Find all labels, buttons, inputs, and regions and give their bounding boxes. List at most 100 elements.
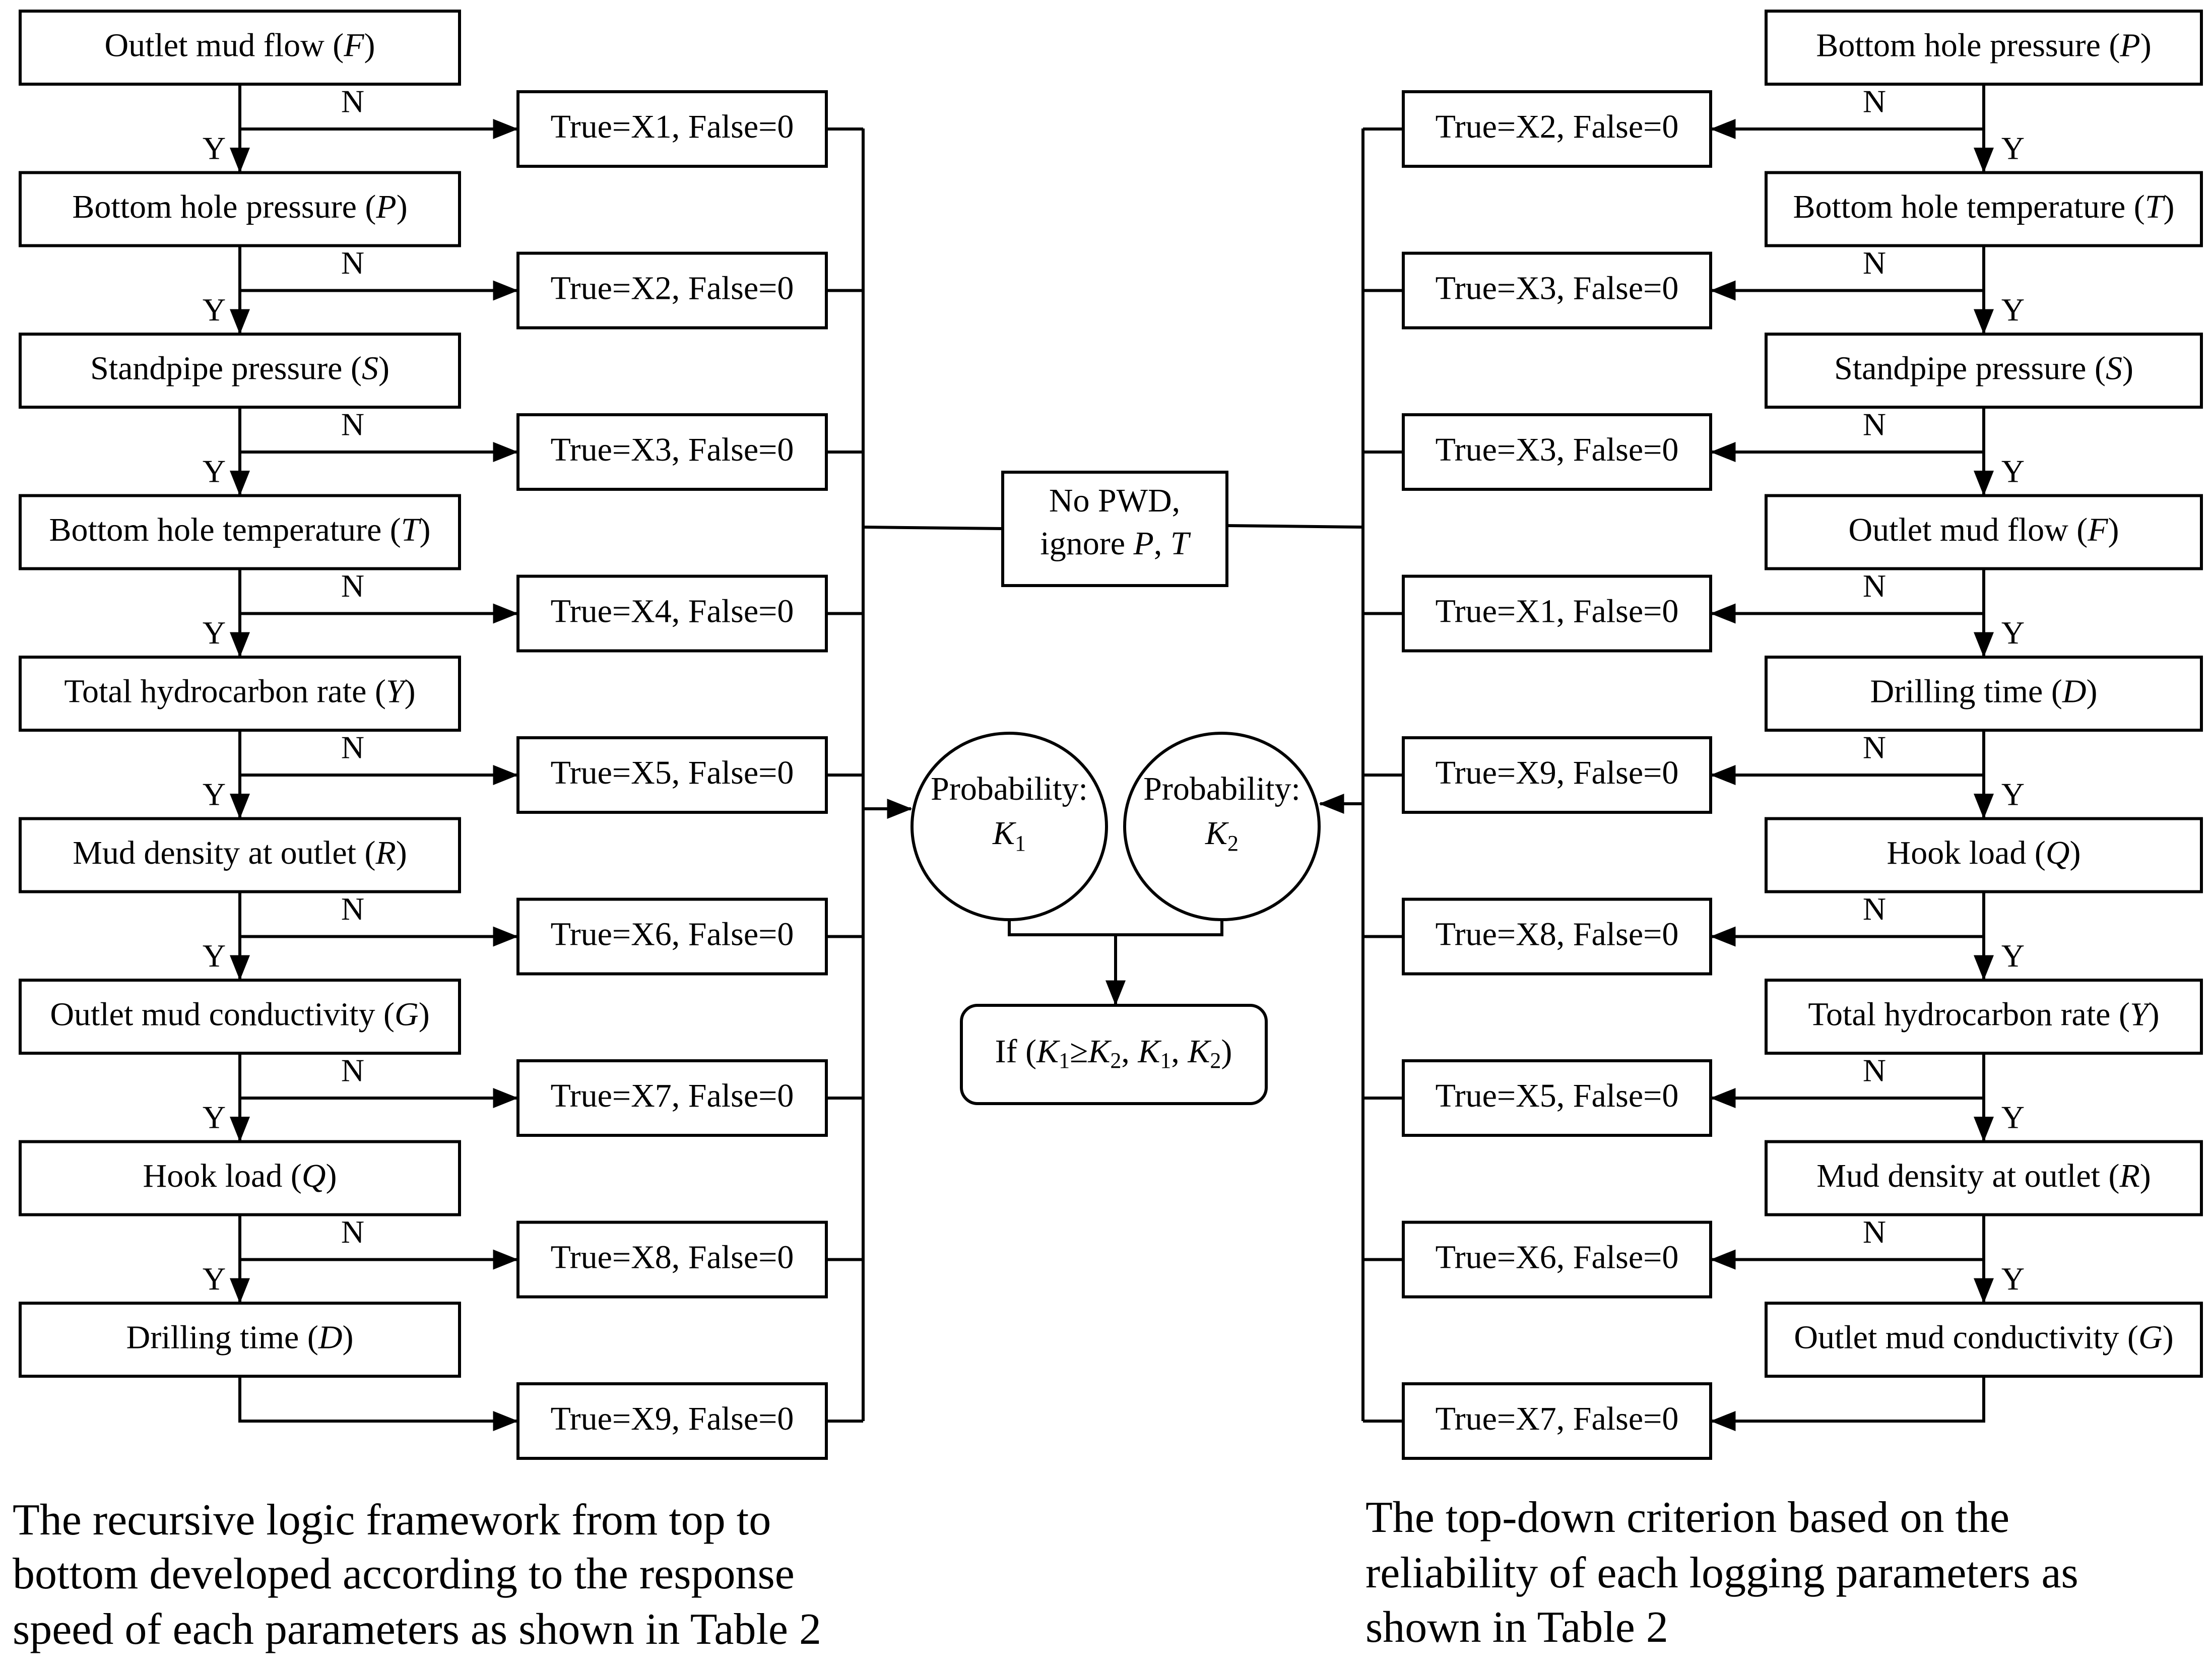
- left-no-label: N: [341, 1214, 364, 1250]
- right-param-node: Hook load (Q): [1765, 817, 2203, 893]
- no-pwd-line2: ignore P, T: [1040, 525, 1191, 562]
- right-result-node: True=X5, False=0: [1402, 1059, 1712, 1137]
- left-yes-label: Y: [203, 1100, 226, 1135]
- probability-k2-symbol: K2: [1205, 815, 1239, 856]
- right-param-node: Outlet mud conductivity (G): [1765, 1302, 2203, 1378]
- left-param-node: Mud density at outlet (R): [19, 817, 461, 893]
- right-param-node: Standpipe pressure (S): [1765, 333, 2203, 409]
- left-param-node: Bottom hole pressure (P): [19, 171, 461, 247]
- right-param-label: Bottom hole pressure (P): [1816, 27, 2151, 64]
- right-result-node: True=X3, False=0: [1402, 251, 1712, 330]
- left-param-label: Outlet mud flow (F): [104, 27, 375, 64]
- right-no-label: N: [1863, 891, 1886, 927]
- left-param-node: Standpipe pressure (S): [19, 333, 461, 409]
- right-no-label: N: [1863, 407, 1886, 442]
- right-result-label: True=X9, False=0: [1436, 754, 1679, 791]
- right-param-label: Outlet mud conductivity (G): [1794, 1319, 2173, 1356]
- right-yes-label: Y: [2001, 1100, 2025, 1135]
- right-no-label: N: [1863, 245, 1886, 281]
- right-param-label: Outlet mud flow (F): [1848, 511, 2119, 548]
- left-result-label: True=X6, False=0: [551, 916, 794, 953]
- left-yes-label: Y: [203, 454, 226, 489]
- right-result-node: True=X9, False=0: [1402, 736, 1712, 814]
- probability-k2-label: Probability:: [1143, 771, 1300, 807]
- probability-k2-node: Probability: K2: [1123, 732, 1321, 921]
- right-result-label: True=X2, False=0: [1436, 108, 1679, 145]
- right-result-label: True=X5, False=0: [1436, 1077, 1679, 1114]
- left-yes-label: Y: [203, 777, 226, 812]
- right-param-node: Bottom hole temperature (T): [1765, 171, 2203, 247]
- left-result-node: True=X7, False=0: [516, 1059, 828, 1137]
- left-param-label: Drilling time (D): [126, 1319, 354, 1356]
- right-param-label: Standpipe pressure (S): [1834, 350, 2133, 387]
- left-result-label: True=X5, False=0: [551, 754, 794, 791]
- right-result-label: True=X1, False=0: [1436, 593, 1679, 630]
- no-pwd-var-p: P: [1133, 525, 1154, 562]
- right-result-label: True=X3, False=0: [1436, 270, 1679, 307]
- right-result-node: True=X8, False=0: [1402, 897, 1712, 976]
- probability-k1-node: Probability: K1: [910, 732, 1108, 921]
- right-result-label: True=X3, False=0: [1436, 431, 1679, 468]
- left-caption-line-3: speed of each parameters as shown in Tab…: [13, 1605, 821, 1654]
- left-param-label: Total hydrocarbon rate (Y): [64, 673, 415, 710]
- probability-k1-label: Probability:: [931, 771, 1088, 807]
- right-caption-line-1: The top-down criterion based on the: [1365, 1493, 2009, 1542]
- left-yes-label: Y: [203, 292, 226, 328]
- right-param-label: Hook load (Q): [1887, 834, 2081, 871]
- right-no-label: N: [1863, 1214, 1886, 1250]
- left-no-label: N: [341, 730, 364, 765]
- right-no-label: N: [1863, 84, 1886, 119]
- right-yes-label: Y: [2001, 454, 2025, 489]
- right-param-node: Mud density at outlet (R): [1765, 1140, 2203, 1216]
- right-param-label: Total hydrocarbon rate (Y): [1808, 996, 2159, 1033]
- left-result-label: True=X2, False=0: [551, 270, 794, 307]
- left-param-node: Outlet mud flow (F): [19, 10, 461, 86]
- right-no-label: N: [1863, 1053, 1886, 1088]
- center-connectors: [863, 524, 1363, 1006]
- left-param-node: Bottom hole temperature (T): [19, 494, 461, 570]
- left-param-node: Outlet mud conductivity (G): [19, 979, 461, 1055]
- right-result-label: True=X7, False=0: [1436, 1400, 1679, 1437]
- right-caption: The top-down criterion based on the reli…: [1365, 1493, 2078, 1652]
- left-param-node: Hook load (Q): [19, 1140, 461, 1216]
- left-param-label: Standpipe pressure (S): [90, 350, 389, 387]
- left-result-node: True=X3, False=0: [516, 413, 828, 491]
- left-result-node: True=X5, False=0: [516, 736, 828, 814]
- left-result-label: True=X8, False=0: [551, 1239, 794, 1276]
- left-caption: The recursive logic framework from top t…: [13, 1496, 821, 1654]
- probability-k1-symbol: K1: [992, 815, 1026, 856]
- right-result-node: True=X1, False=0: [1402, 574, 1712, 653]
- left-result-node: True=X6, False=0: [516, 897, 828, 976]
- right-chain: Bottom hole pressure (P) True=X2, False=0…: [1361, 10, 2203, 1460]
- left-result-label: True=X9, False=0: [551, 1400, 794, 1437]
- left-param-label: Outlet mud conductivity (G): [50, 996, 429, 1033]
- right-result-node: True=X3, False=0: [1402, 413, 1712, 491]
- right-no-label: N: [1863, 730, 1886, 765]
- right-param-node: Outlet mud flow (F): [1765, 494, 2203, 570]
- right-result-label: True=X8, False=0: [1436, 916, 1679, 953]
- right-param-label: Drilling time (D): [1870, 673, 2098, 710]
- no-pwd-var-t: T: [1170, 525, 1191, 562]
- right-yes-label: Y: [2001, 777, 2025, 812]
- right-no-label: N: [1863, 568, 1886, 604]
- left-result-node: True=X1, False=0: [516, 90, 828, 168]
- right-yes-label: Y: [2001, 615, 2025, 651]
- right-yes-label: Y: [2001, 292, 2025, 328]
- right-result-label: True=X6, False=0: [1436, 1239, 1679, 1276]
- no-pwd-line1: No PWD,: [1049, 482, 1180, 519]
- no-pwd-node: No PWD, ignore P, T: [1001, 471, 1228, 587]
- left-yes-label: Y: [203, 615, 226, 651]
- left-no-label: N: [341, 84, 364, 119]
- right-result-node: True=X7, False=0: [1402, 1382, 1712, 1460]
- left-result-label: True=X1, False=0: [551, 108, 794, 145]
- left-param-node: Total hydrocarbon rate (Y): [19, 656, 461, 732]
- left-result-node: True=X9, False=0: [516, 1382, 828, 1460]
- left-caption-line-1: The recursive logic framework from top t…: [13, 1496, 771, 1545]
- left-no-label: N: [341, 1053, 364, 1088]
- left-caption-line-2: bottom developed according to the respon…: [13, 1550, 795, 1598]
- left-result-node: True=X2, False=0: [516, 251, 828, 330]
- left-param-label: Mud density at outlet (R): [73, 834, 407, 871]
- left-result-node: True=X8, False=0: [516, 1221, 828, 1299]
- left-yes-label: Y: [203, 1261, 226, 1297]
